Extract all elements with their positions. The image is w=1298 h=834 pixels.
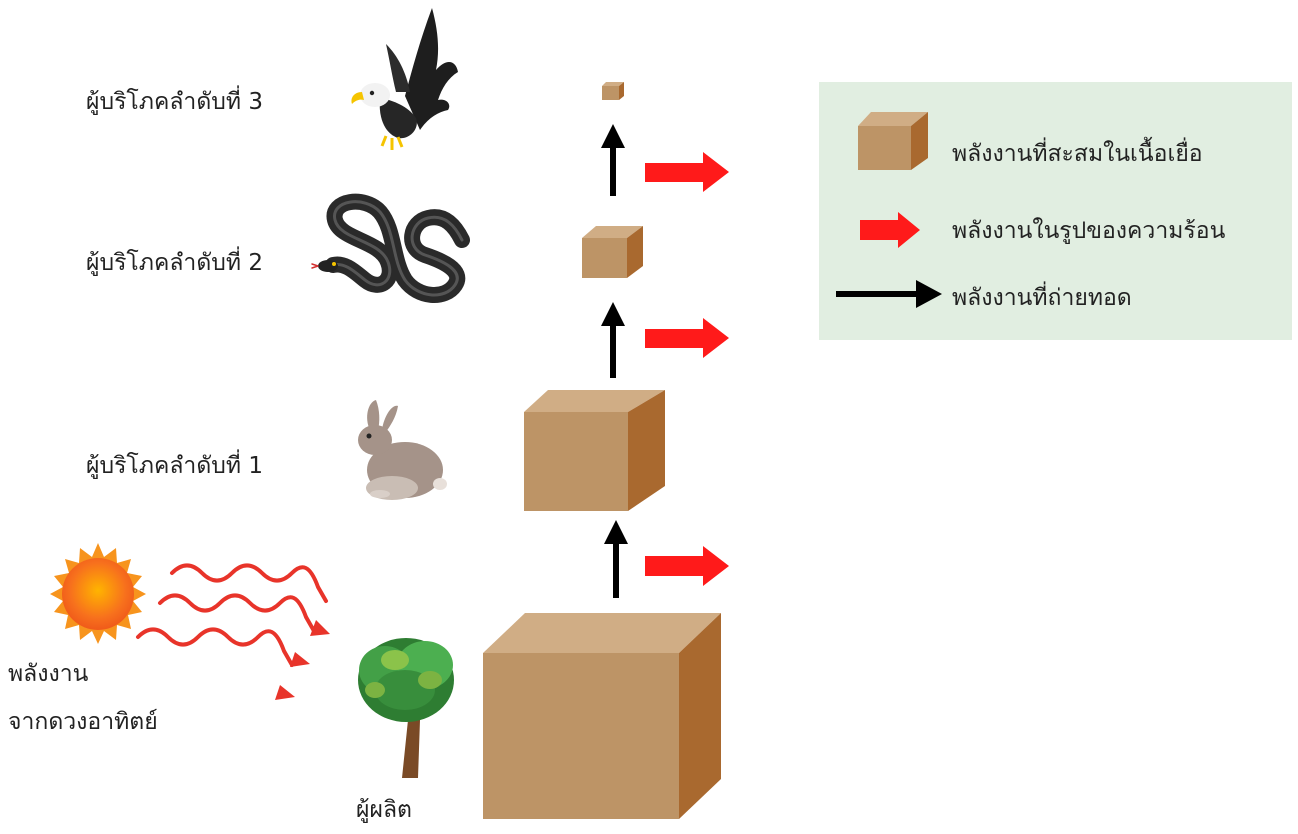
label-producer: ผู้ผลิต [356, 797, 412, 823]
legend-box-icon [858, 112, 928, 170]
label-consumer-3: ผู้บริโภคลำดับที่ 3 [86, 89, 263, 115]
label-consumer-2: ผู้บริโภคลำดับที่ 2 [86, 250, 263, 276]
legend-heat-energy-label: พลังงานในรูปของความร้อน [952, 218, 1226, 244]
sunlight-rays [136, 563, 328, 667]
sunlight-ray-heads [275, 620, 330, 700]
label-consumer-1: ผู้บริโภคลำดับที่ 1 [86, 453, 263, 479]
heat-arrow-2 [645, 318, 729, 358]
heat-arrow-1 [645, 546, 729, 586]
eagle-icon [351, 8, 458, 150]
transfer-arrow-3 [601, 124, 625, 196]
heat-arrow-3 [645, 152, 729, 192]
energy-box-consumer3 [602, 82, 624, 100]
sun-icon [50, 543, 146, 644]
energy-box-consumer1 [524, 390, 665, 511]
snake-icon [311, 193, 470, 303]
energy-box-producer [483, 613, 721, 819]
legend-transferred-energy-label: พลังงานที่ถ่ายทอด [952, 285, 1132, 311]
transfer-arrow-2 [601, 302, 625, 378]
transfer-arrow-1 [604, 520, 628, 598]
legend-heat-arrow-icon [860, 212, 920, 248]
rabbit-icon [358, 400, 447, 500]
legend-stored-energy-label: พลังงานที่สะสมในเนื้อเยื่อ [952, 141, 1203, 167]
energy-box-consumer2 [582, 226, 643, 278]
sun-energy-label-line1: พลังงาน [8, 661, 89, 687]
tree-icon [358, 638, 454, 778]
sun-energy-label-line2: จากดวงอาทิตย์ [8, 709, 158, 735]
legend-transfer-arrow-icon [836, 280, 942, 308]
